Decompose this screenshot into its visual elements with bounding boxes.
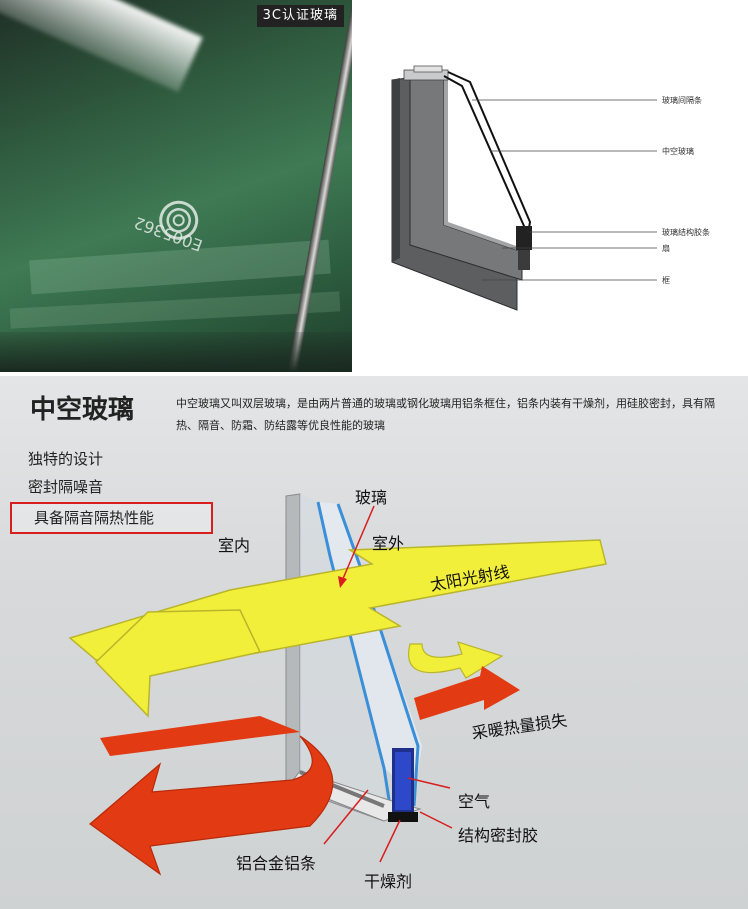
profile-label-gasket: 玻璃结构胶条 [662, 228, 710, 237]
profile-label-glass: 中空玻璃 [662, 147, 694, 156]
light-glare [0, 0, 203, 93]
feature-sealing: 密封隔噪音 [28, 478, 104, 496]
glass-frame-edge [287, 0, 352, 372]
label-glass: 玻璃 [355, 488, 388, 507]
feature-insulation: 具备隔音隔热性能 [34, 509, 155, 527]
highlight-box [10, 502, 213, 534]
label-aluminum: 铝合金铝条 [236, 854, 317, 873]
label-sealant: 结构密封胶 [458, 826, 539, 845]
frame-profile-illustration: 玻璃间隔条 中空玻璃 玻璃结构胶条 扇 框 [352, 0, 748, 372]
label-outdoor: 室外 [372, 534, 405, 553]
diagram-description: 中空玻璃又叫双层玻璃，是由两片普通的玻璃或钢化玻璃用铝条框住，铝条内装有干燥剂，… [176, 397, 715, 432]
insulated-glass-diagram: 中空玻璃 中空玻璃又叫双层玻璃，是由两片普通的玻璃或钢化玻璃用铝条框住，铝条内装… [0, 376, 748, 909]
profile-label-frame: 框 [662, 276, 670, 285]
profile-label-sash: 扇 [662, 244, 670, 253]
glass-bottom-shadow [0, 332, 352, 372]
profile-label-spacer: 玻璃间隔条 [662, 96, 702, 105]
ccc-certification-stamp-icon: E005362 [132, 200, 205, 255]
diagram-title: 中空玻璃 [30, 395, 135, 425]
label-air: 空气 [458, 792, 491, 811]
certified-glass-photo: E005362 3C认证玻璃 [0, 0, 352, 372]
insulated-glass-drawing [68, 493, 607, 876]
frame-cross-section-drawing [391, 65, 657, 311]
label-indoor: 室内 [218, 536, 251, 555]
label-desiccant: 干燥剂 [364, 872, 413, 891]
certification-tag: 3C认证玻璃 [256, 5, 344, 27]
reflection-stripe [9, 291, 341, 329]
feature-design: 独特的设计 [28, 450, 104, 468]
